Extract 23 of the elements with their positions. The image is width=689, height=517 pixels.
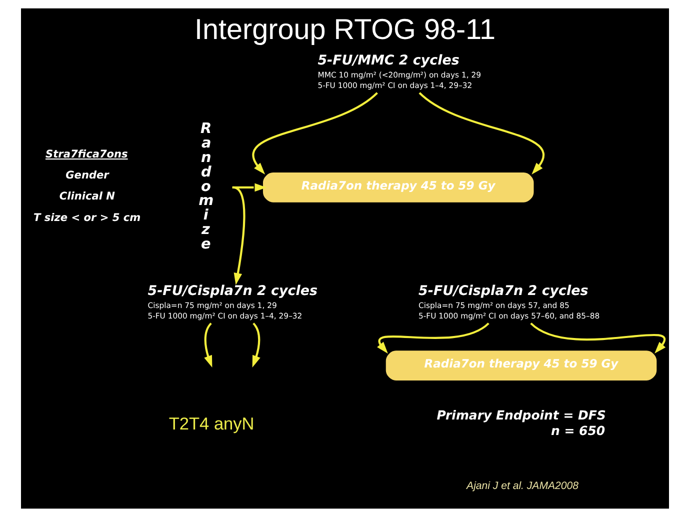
label: Ajani J et al. JAMA2008 xyxy=(466,480,578,492)
diagram-title: Intergroup RTOG 98-11 xyxy=(194,14,495,46)
arrow xyxy=(418,92,544,174)
node-text: 5-FU/MMC 2 cycles MMC 10 mg/m² (<20mg/m²) on days 1, 29 5-FU 1000 mg/m² CI on days 1–4, 29–32 xyxy=(317,54,481,90)
node-text: 5-FU/Cispla7n 2 cycles Cispla=n 75 mg/m² on days 57, and 85 5-FU 1000 mg/m² CI on days 57–60, and 85–88 xyxy=(418,284,600,320)
node-box: Radia7on therapy 45 to 59 Gy xyxy=(262,172,534,202)
arrow xyxy=(232,186,245,285)
arrow xyxy=(530,322,666,354)
label: T size < or > 5 cm xyxy=(32,212,140,224)
arrow xyxy=(252,322,260,368)
label: n = 650 xyxy=(550,423,605,438)
arrow xyxy=(376,322,489,354)
label: Primary Endpoint = DFS xyxy=(436,408,606,423)
label: Gender xyxy=(65,170,108,182)
arrow xyxy=(204,322,212,368)
node-box: Radia7on therapy 45 to 59 Gy xyxy=(385,350,656,380)
label: T2T4 anyN xyxy=(168,413,254,434)
arrow xyxy=(232,183,266,192)
node-text: 5-FU/Cispla7n 2 cycles Cispla=n 75 mg/m² on days 1, 29 5-FU 1000 mg/m² CI on days 1–4, 29–32 xyxy=(147,284,317,320)
label: Clinical N xyxy=(58,190,114,203)
node-text: Randomize xyxy=(198,121,214,252)
label: Stra7fica7ons xyxy=(44,148,128,160)
arrow xyxy=(252,92,378,174)
